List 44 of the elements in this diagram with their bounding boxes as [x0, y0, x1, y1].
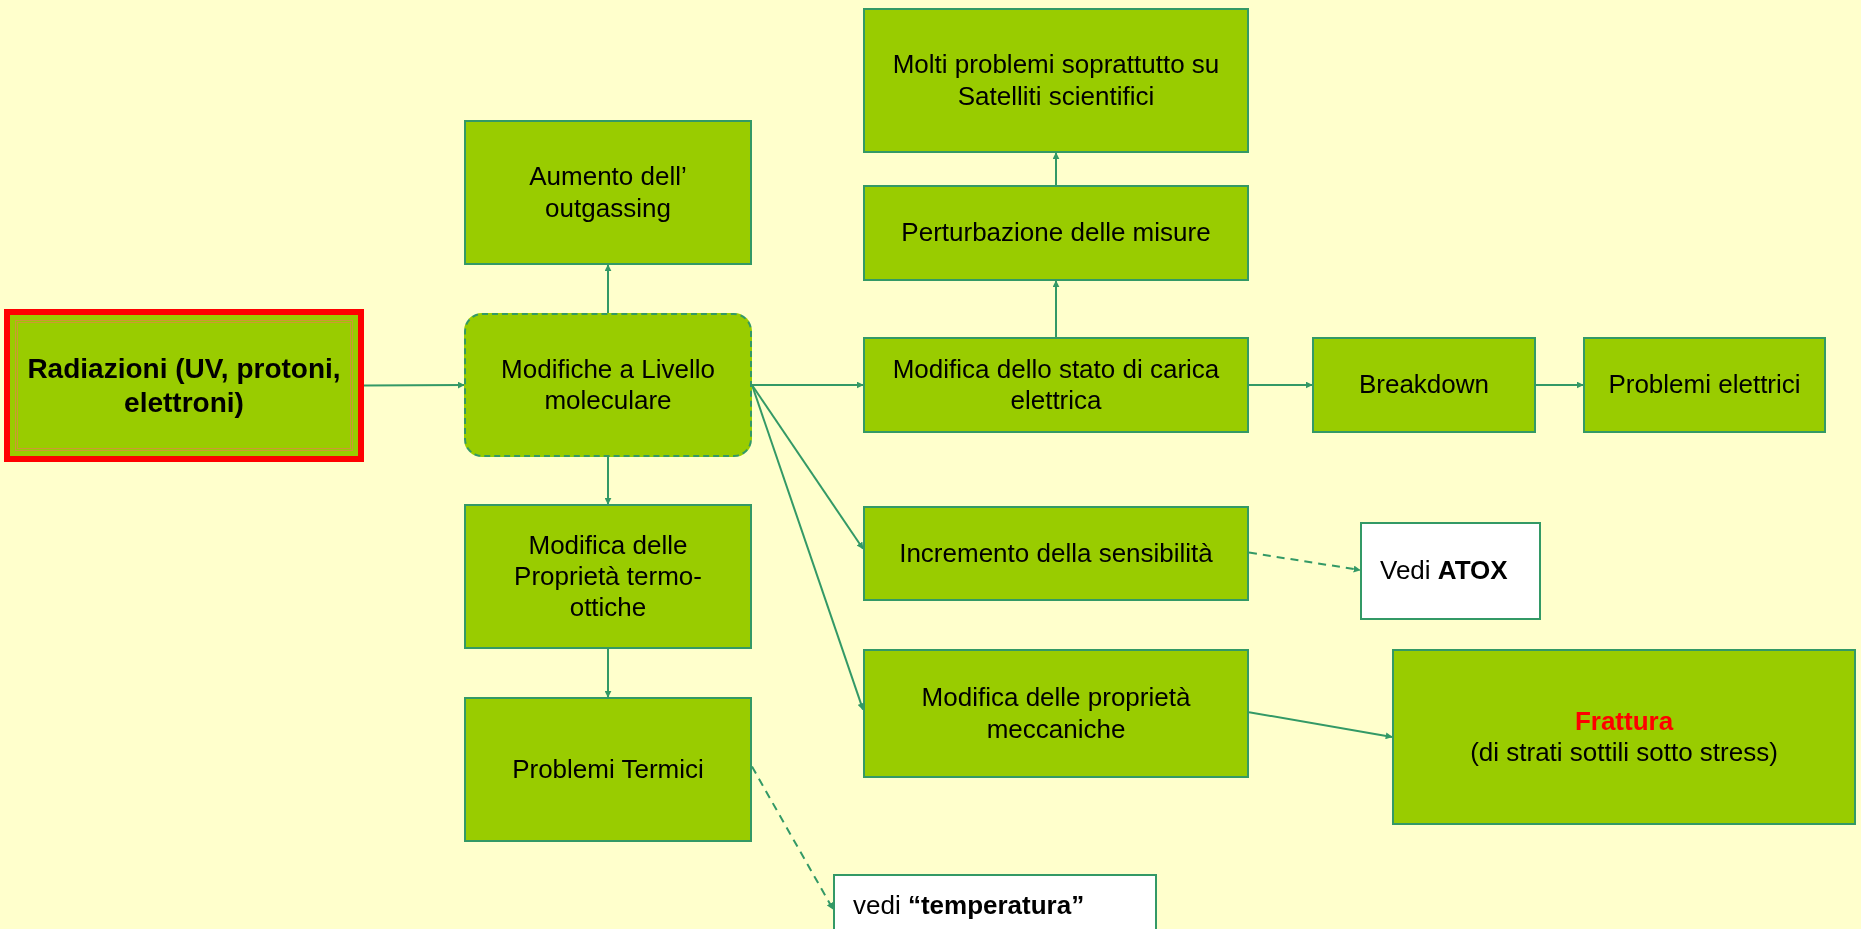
arrow — [1248, 381, 1313, 389]
arrow — [1535, 381, 1584, 389]
node-label: Vedi ATOX — [1380, 555, 1508, 587]
arrow — [1052, 280, 1060, 338]
node-label: Modifica dello stato di carica elettrica — [891, 353, 1221, 417]
process-box — [464, 313, 752, 457]
note-box — [1360, 522, 1541, 620]
arrow — [751, 384, 864, 550]
node-label: Breakdown — [1358, 369, 1490, 401]
arrow — [363, 381, 465, 389]
node-label: Molti problemi soprattutto su Satelliti scientifici — [891, 49, 1221, 112]
node-label: Modifica delle Proprietà termo-ottiche — [513, 529, 703, 624]
node-label: vedi “temperatura” — [853, 890, 1085, 922]
arrow — [1248, 711, 1393, 740]
node-label: Incremento della sensibilità — [899, 537, 1213, 570]
arrow — [751, 765, 834, 911]
arrow — [751, 381, 864, 389]
arrow — [604, 264, 612, 314]
process-box — [863, 337, 1249, 433]
node-label: Problemi elettrici — [1608, 369, 1801, 401]
arrow — [604, 648, 612, 698]
node-label: Problemi Termici — [512, 753, 704, 786]
node-label: Radiazioni (UV, protoni, elettroni) — [26, 351, 342, 420]
arrow — [1248, 551, 1361, 573]
process-box — [863, 8, 1249, 153]
node-label: Aumento dell’ outgassing — [528, 161, 688, 224]
process-box — [464, 504, 752, 649]
process-box — [464, 697, 752, 842]
node-heading: Frattura — [1574, 705, 1674, 737]
process-box — [1312, 337, 1536, 433]
node-label: (di strati sottili sotto stress) — [1470, 737, 1778, 769]
node-label: Modifica delle proprietà meccaniche — [920, 682, 1192, 745]
process-box — [464, 120, 752, 265]
source-box — [4, 309, 364, 462]
node-label: Perturbazione delle misure — [901, 217, 1211, 249]
arrow — [604, 456, 612, 505]
process-box — [863, 649, 1249, 778]
process-box — [1583, 337, 1826, 433]
process-box — [863, 506, 1249, 601]
note-box — [833, 874, 1157, 929]
node-label: Modifiche a Livello moleculare — [500, 353, 716, 417]
arrow — [1052, 152, 1060, 186]
process-box — [1392, 649, 1856, 825]
process-box — [863, 185, 1249, 281]
